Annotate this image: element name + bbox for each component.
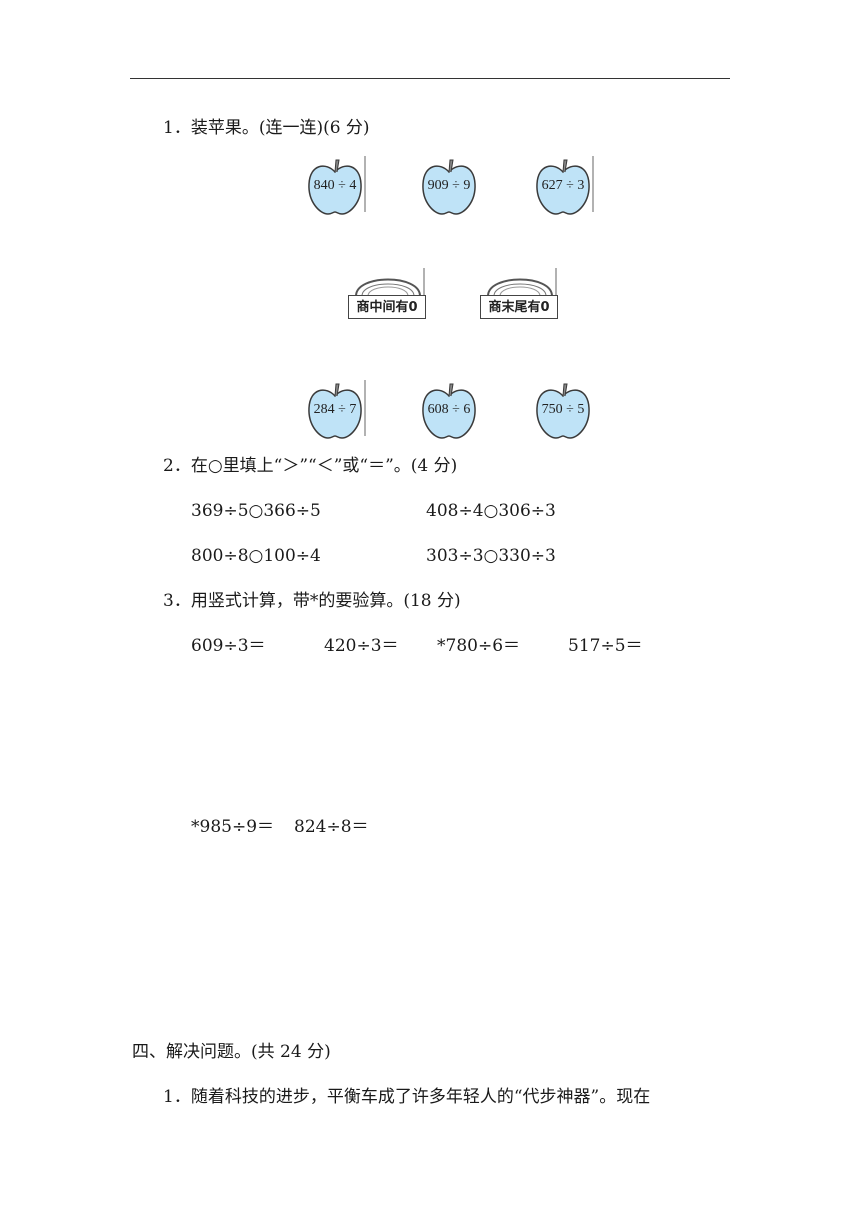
top-rule <box>130 78 730 79</box>
apple-icon <box>536 156 594 215</box>
apple-label: 840 ÷ 4 <box>313 178 357 193</box>
section4-q1-text: 1．随着科技的进步，平衡车成了许多年轻人的“代步神器”。现在 <box>163 1087 651 1107</box>
apple-label: 909 ÷ 9 <box>427 178 471 193</box>
apple-label: 750 ÷ 5 <box>541 402 585 417</box>
apple-icon <box>422 159 476 215</box>
q2-item-1[interactable]: 369÷5○366÷5 <box>191 501 321 521</box>
q3-title: 3．用竖式计算，带*的要验算。(18 分) <box>163 591 461 611</box>
q3-problem-1[interactable]: 609÷3＝ <box>191 636 266 656</box>
apple-bottom-3[interactable]: 750 ÷ 5 <box>534 380 596 444</box>
q3-problem-2[interactable]: 420÷3＝ <box>324 636 399 656</box>
section4-heading: 四、解决问题。(共 24 分) <box>132 1042 331 1062</box>
apple-top-1[interactable]: 840 ÷ 4 <box>306 156 368 220</box>
q3-problem-3[interactable]: *780÷6＝ <box>437 636 521 656</box>
apple-label: 627 ÷ 3 <box>541 178 585 193</box>
apple-label: 608 ÷ 6 <box>427 402 471 417</box>
basket-icon <box>487 268 557 297</box>
q2-item-3[interactable]: 800÷8○100÷4 <box>191 546 321 566</box>
basket-middle-zero[interactable]: 商中间有0 <box>342 266 434 326</box>
apple-bottom-1[interactable]: 284 ÷ 7 <box>306 380 368 444</box>
q3-problem-5[interactable]: *985÷9＝ <box>191 817 275 837</box>
apple-bottom-2[interactable]: 608 ÷ 6 <box>420 380 482 444</box>
apple-top-3[interactable]: 627 ÷ 3 <box>534 156 596 220</box>
q2-title: 2．在○里填上“＞”“＜”或“＝”。(4 分) <box>163 456 458 476</box>
basket-label: 商中间有0 <box>348 295 426 319</box>
q2-item-4[interactable]: 303÷3○330÷3 <box>426 546 556 566</box>
apple-label: 284 ÷ 7 <box>313 402 357 417</box>
q1-title: 1．装苹果。(连一连)(6 分) <box>163 118 370 138</box>
apple-icon <box>308 380 366 439</box>
q3-problem-4[interactable]: 517÷5＝ <box>568 636 643 656</box>
q3-problem-6[interactable]: 824÷8＝ <box>294 817 369 837</box>
apple-icon <box>308 156 366 215</box>
apple-icon <box>422 383 476 439</box>
apple-icon <box>536 383 590 439</box>
basket-label: 商末尾有0 <box>480 295 558 319</box>
apple-top-2[interactable]: 909 ÷ 9 <box>420 156 482 220</box>
basket-icon <box>355 268 425 297</box>
basket-end-zero[interactable]: 商末尾有0 <box>474 266 566 326</box>
q2-item-2[interactable]: 408÷4○306÷3 <box>426 501 556 521</box>
